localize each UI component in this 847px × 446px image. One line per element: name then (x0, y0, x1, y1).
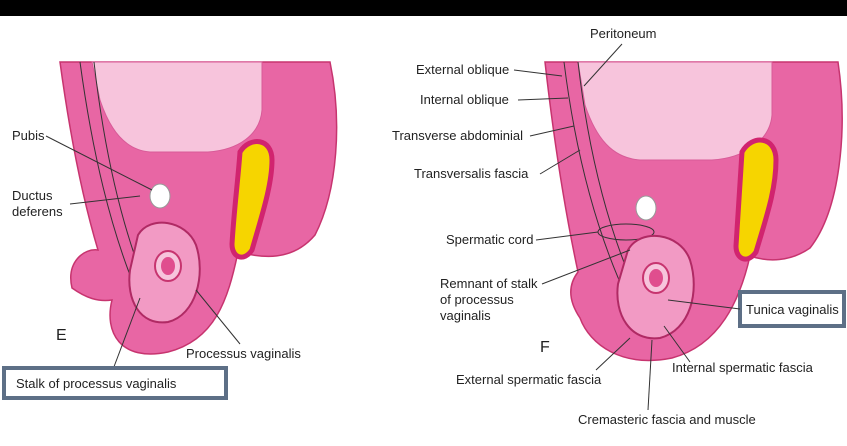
panel-f-letter: F (540, 339, 550, 356)
label-transversalis-fascia: Transversalis fascia (414, 166, 529, 181)
label-transverse-abdominal: Transverse abdominial (392, 128, 523, 143)
label-processus-vaginalis: Processus vaginalis (186, 346, 301, 361)
label-internal-oblique: Internal oblique (420, 92, 509, 107)
panel-e-testis-core (161, 257, 175, 275)
label-external-oblique: External oblique (416, 62, 509, 77)
panel-e-pubis (150, 184, 170, 208)
label-spermatic-cord: Spermatic cord (446, 232, 533, 247)
label-internal-spermatic-fascia: Internal spermatic fascia (672, 360, 814, 375)
label-cremasteric: Cremasteric fascia and muscle (578, 412, 756, 427)
panel-f-pubis (636, 196, 656, 220)
panel-f-testis-core (649, 269, 663, 287)
label-remnant-2: of processus (440, 292, 514, 307)
label-remnant-3: vaginalis (440, 308, 491, 323)
label-tunica-vaginalis: Tunica vaginalis (746, 302, 839, 317)
label-peritoneum: Peritoneum (590, 26, 656, 41)
label-stalk: Stalk of processus vaginalis (16, 376, 177, 391)
label-remnant-1: Remnant of stalk (440, 276, 538, 291)
panel-e-letter: E (56, 327, 67, 344)
label-pubis: Pubis (12, 128, 45, 143)
panel-f: Peritoneum External oblique Internal obl… (392, 26, 844, 427)
panel-f-abdominal-cavity (578, 62, 772, 160)
label-deferens: deferens (12, 204, 63, 219)
label-external-spermatic-fascia: External spermatic fascia (456, 372, 602, 387)
panel-e: Pubis Ductus deferens E Processus vagina… (4, 62, 337, 398)
label-ductus: Ductus (12, 188, 53, 203)
